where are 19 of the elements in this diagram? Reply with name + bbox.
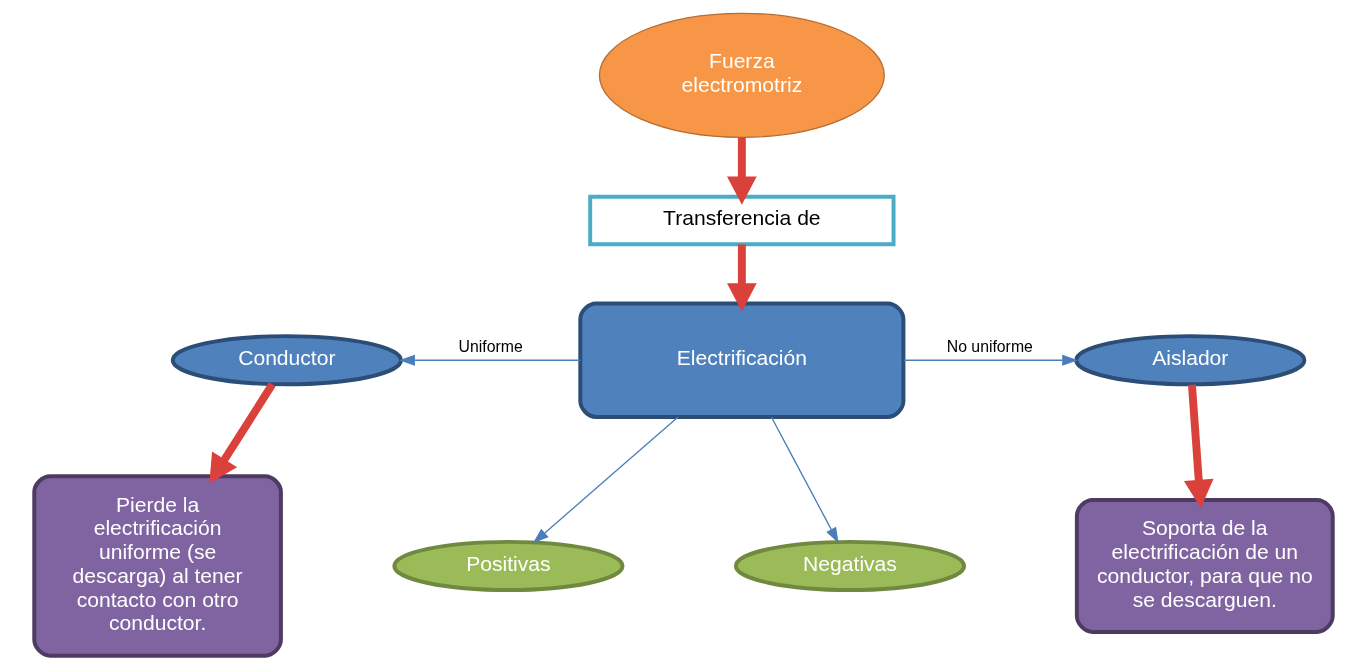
arrow <box>770 416 839 544</box>
node-box: Transferencia de <box>587 194 895 247</box>
node-box: Soporta de la electrificación de un conductor, para que no se descarguen. <box>1074 498 1335 634</box>
arrow <box>208 382 276 484</box>
node-ellipse: Aislador <box>1073 334 1306 387</box>
edge-label: Uniforme <box>458 337 523 355</box>
arrow <box>726 244 757 312</box>
node-ellipse: Negativas <box>733 539 966 593</box>
arrow <box>902 354 1078 366</box>
node-ellipse: Positivas <box>391 539 624 593</box>
arrow <box>1183 384 1214 509</box>
arrow <box>532 416 679 544</box>
node-ellipse: Conductor <box>170 334 403 387</box>
arrow <box>726 137 757 205</box>
node-box: Pierde la electrificación uniforme (se descarga) al tener contacto con otro conductor. <box>31 474 283 658</box>
node-ellipse: Fuerza electromotriz <box>598 12 885 138</box>
node-box: Electrificación <box>577 301 905 419</box>
arrow <box>398 354 581 366</box>
edge-label: No uniforme <box>946 337 1033 355</box>
